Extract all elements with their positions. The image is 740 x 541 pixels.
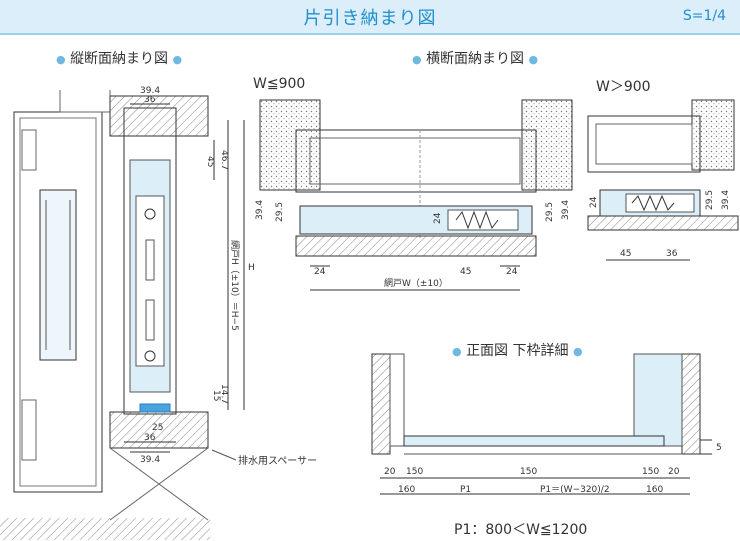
bullet-icon: ● <box>412 53 422 66</box>
dim-r-29-5: 29.5 <box>705 190 715 210</box>
horizontal-dims-large: 24 29.5 39.4 45 36 <box>589 190 731 259</box>
right-wall-large <box>691 99 735 171</box>
sash-glass-area <box>39 189 77 361</box>
dim-h-39-4-left: 39.4 <box>255 200 265 220</box>
dim-v-36-top: 36 <box>144 95 156 105</box>
bullet-icon: ● <box>572 345 583 358</box>
bullet-icon: ● <box>172 53 183 66</box>
front-left-wall <box>371 353 391 455</box>
page-title: 片引き納まり図 <box>303 8 437 29</box>
front-dims: 20 150 150 150 20 5 160 P1 P1＝(W−320)/2 … <box>384 443 722 495</box>
section-front-label: 正面図 下枠詳細 <box>466 343 569 359</box>
p1-formula: P1＝(W−320)/2 <box>540 485 610 495</box>
window-frame-inner <box>19 117 97 487</box>
dim-f-160-left: 160 <box>398 485 415 495</box>
dim-f-160-right: 160 <box>646 485 663 495</box>
dim-h-45: 45 <box>460 267 471 277</box>
horizontal-dims-small: 39.4 29.5 24 29.5 39.4 24 45 24 網戸W（±10） <box>255 200 571 289</box>
section-horizontal-label: 横断面納まり図 <box>426 51 525 67</box>
dim-v-36-bot: 36 <box>144 433 156 443</box>
dim-h-24-left: 24 <box>314 267 326 277</box>
section-vertical-label: 縦断面納まり図 <box>70 51 169 67</box>
drain-spacer-label: 排水用スペーサー <box>238 454 317 467</box>
dim-r-36: 36 <box>666 249 678 259</box>
drain-spacer <box>139 403 171 413</box>
section-front-heading: ● 正面図 下枠詳細 ● <box>452 340 583 360</box>
dim-h-39-4-right: 39.4 <box>561 200 571 220</box>
h-mark: H <box>248 263 255 273</box>
upper-wall <box>109 95 209 137</box>
sash-frame-large <box>587 115 701 173</box>
vertical-section <box>0 90 245 540</box>
dim-f-150-left: 150 <box>406 467 423 477</box>
dim-h-29-5-left: 29.5 <box>275 202 285 222</box>
dim-r-24: 24 <box>589 196 599 208</box>
dim-v-45: 45 <box>205 156 215 167</box>
dim-f-20-right: 20 <box>668 467 680 477</box>
dim-f-20-left: 20 <box>384 467 396 477</box>
p1-range-label: P1：800＜W≦1200 <box>454 522 588 538</box>
vertical-dims: 39.4 36 46.7 45 網戸H（±10）＝H−5 H 14.7 15 2… <box>140 86 317 467</box>
front-view <box>371 353 712 495</box>
right-wall <box>521 99 573 191</box>
horizontal-section-large <box>587 99 739 261</box>
w-gt-900-label: W＞900 <box>596 79 651 95</box>
dim-v-14-7: 14.7 <box>219 384 229 404</box>
dim-f-150-right: 150 <box>642 467 659 477</box>
dim-r-39-4: 39.4 <box>721 190 731 210</box>
p1-label: P1 <box>460 485 471 495</box>
bullet-icon: ● <box>452 345 462 358</box>
section-horizontal-heading: ● 横断面納まり図 ● <box>412 48 538 68</box>
dim-v-25: 25 <box>152 423 163 433</box>
dim-h-24-mid: 24 <box>433 212 443 224</box>
scale-label: S=1/4 <box>682 8 726 24</box>
section-vertical-heading: ● 縦断面納まり図 ● <box>56 48 182 68</box>
dim-v-15: 15 <box>211 390 221 401</box>
bullet-icon: ● <box>56 53 66 66</box>
dim-f-150-mid: 150 <box>520 467 537 477</box>
dim-h-29-5-right: 29.5 <box>545 202 555 222</box>
bottom-rail <box>403 435 665 447</box>
left-wall <box>259 99 321 191</box>
sash-frame <box>295 129 537 193</box>
screen-w-label: 網戸W（±10） <box>384 277 448 289</box>
window-frame-outline <box>13 111 103 493</box>
screen-h-label: 網戸H（±10）＝H−5 <box>229 240 241 331</box>
screen-frame <box>123 107 177 415</box>
dim-v-39-4-bot: 39.4 <box>140 455 160 465</box>
dim-f-5: 5 <box>716 443 722 453</box>
dim-v-46-7: 46.7 <box>219 150 229 170</box>
dim-v-39-4-top: 39.4 <box>140 86 160 96</box>
front-right-wall <box>681 353 701 455</box>
dim-r-45: 45 <box>620 249 631 259</box>
bullet-icon: ● <box>528 53 539 66</box>
title-bar <box>0 0 740 35</box>
dim-h-24-right: 24 <box>506 267 518 277</box>
horizontal-section-small <box>259 99 573 291</box>
w-le-900-label: W≦900 <box>253 76 306 92</box>
